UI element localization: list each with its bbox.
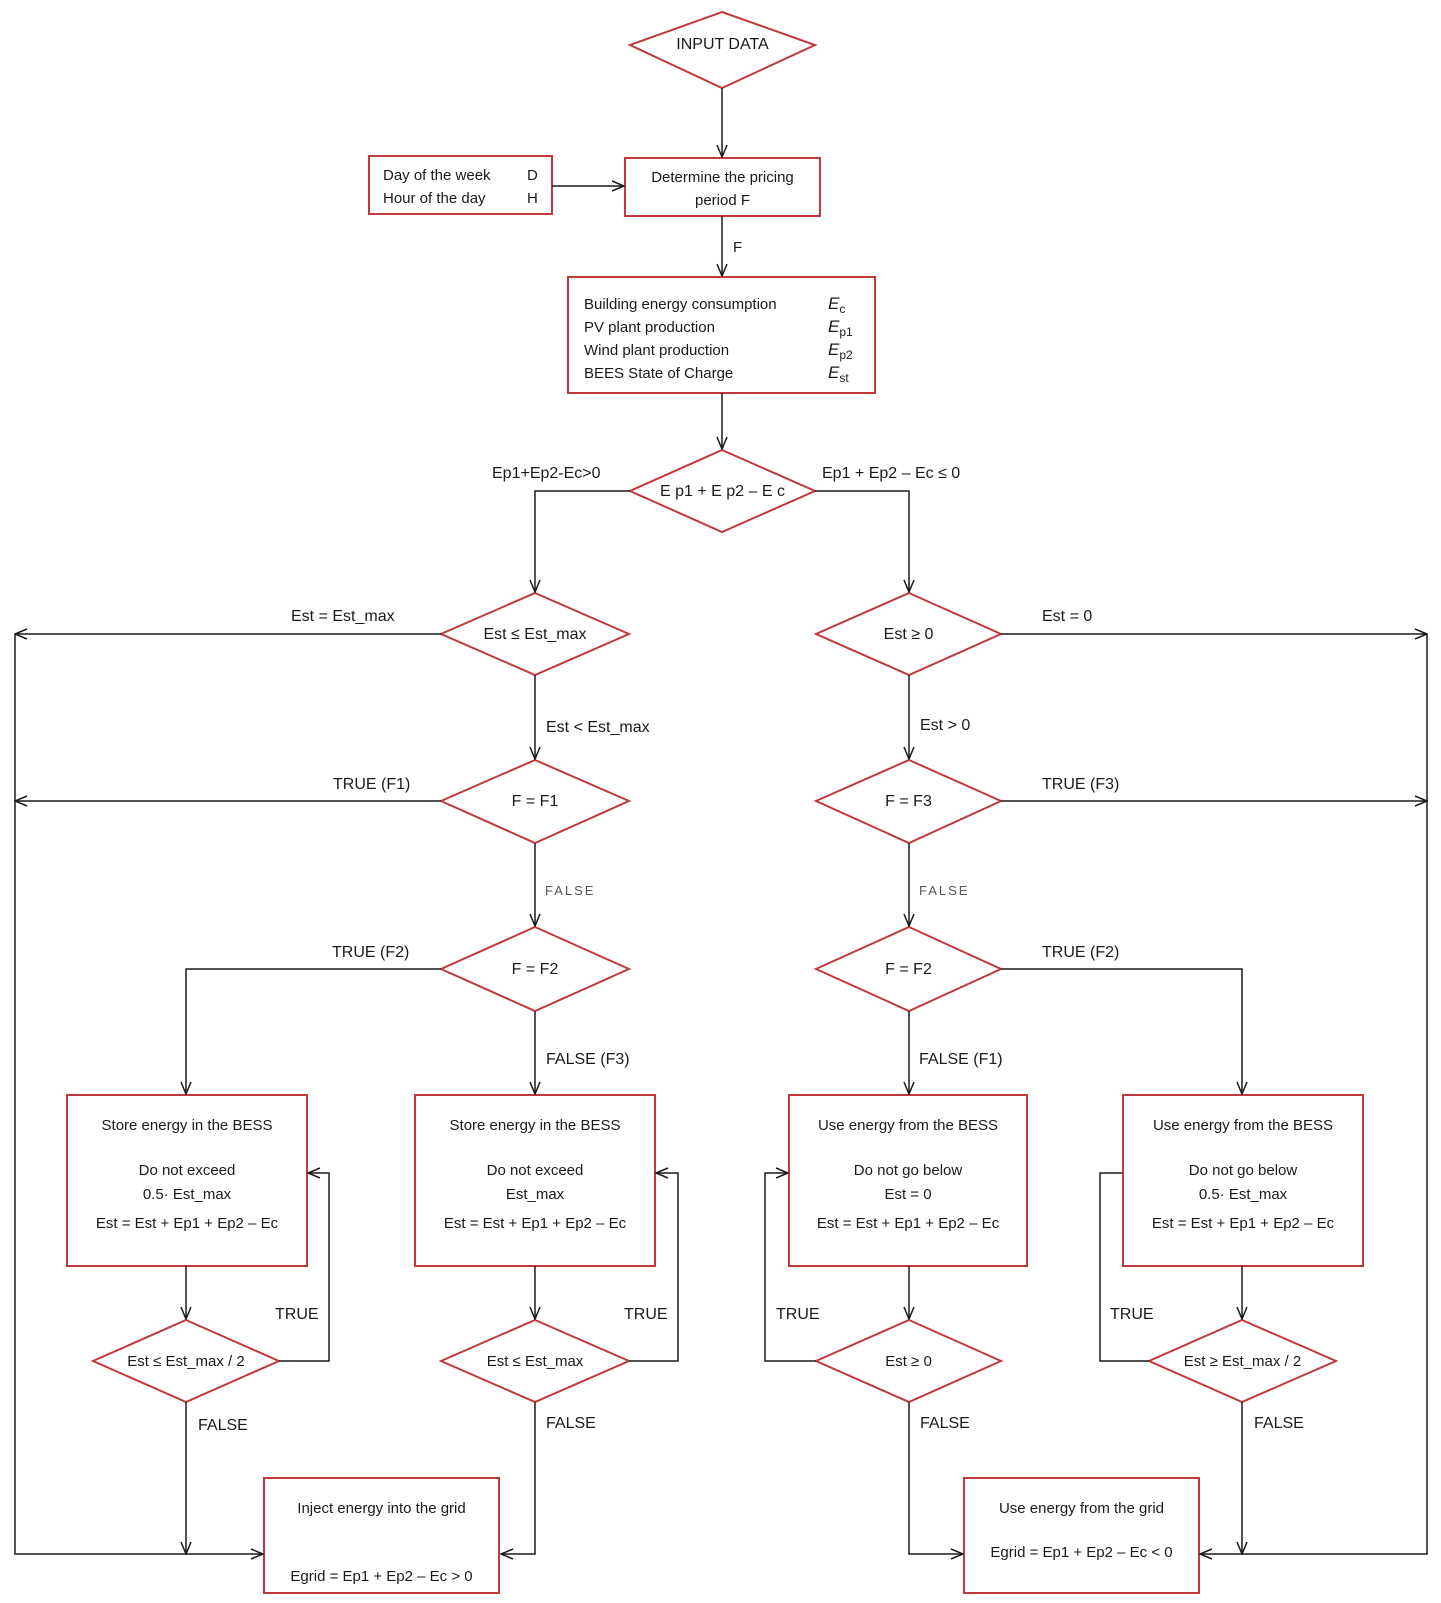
action-4-line1: Do not go below bbox=[1188, 1162, 1298, 1179]
right-d2-true-label: TRUE (F3) bbox=[1042, 776, 1120, 793]
action-3-line1: Do not go below bbox=[853, 1162, 963, 1179]
right-d3-true-label: TRUE (F2) bbox=[1042, 944, 1120, 961]
action-4-line2: 0.5· Est_max bbox=[1198, 1186, 1288, 1203]
action-2-line2: Est_max bbox=[505, 1186, 565, 1203]
check-2-false-label: FALSE bbox=[546, 1415, 596, 1432]
left-d3-text: F = F2 bbox=[511, 961, 559, 978]
check-3-expr: Est ≥ 0 bbox=[885, 1353, 932, 1370]
action-1-line2: 0.5· Est_max bbox=[142, 1186, 232, 1203]
check-3-true-label: TRUE bbox=[776, 1306, 820, 1323]
left-d1-continue-label: Est < Est_max bbox=[546, 719, 650, 736]
balance-left-label: Ep1+Ep2-Ec>0 bbox=[492, 465, 601, 482]
start-label: INPUT DATA bbox=[676, 36, 769, 53]
action-3-line2: Est = 0 bbox=[884, 1186, 932, 1203]
left-d2-text: F = F1 bbox=[511, 793, 559, 810]
energy-label-4: BEES State of Charge bbox=[584, 365, 734, 382]
action-box-3 bbox=[788, 1094, 1028, 1267]
pricing-line1: Determine the pricing bbox=[651, 169, 794, 186]
f-edge-label: F bbox=[733, 239, 743, 256]
use-grid-box bbox=[963, 1477, 1200, 1594]
pricing-box bbox=[624, 157, 821, 217]
hour-symbol: H bbox=[527, 190, 538, 207]
check-2-expr: Est ≤ Est_max bbox=[486, 1353, 584, 1370]
action-3-title: Use energy from the BESS bbox=[817, 1117, 999, 1134]
left-d2-true-label: TRUE (F1) bbox=[333, 776, 411, 793]
inject-grid-box bbox=[263, 1477, 500, 1594]
right-d2-false-label: FALSE bbox=[919, 883, 970, 898]
action-3-eq: Est = Est + Ep1 + Ep2 – Ec bbox=[816, 1215, 1000, 1232]
right-d2-text: F = F3 bbox=[885, 793, 932, 810]
action-1-title: Store energy in the BESS bbox=[101, 1117, 273, 1134]
check-1-true-label: TRUE bbox=[275, 1306, 319, 1323]
energy-sym-1: Ec bbox=[828, 294, 846, 316]
energy-inputs-box bbox=[567, 276, 876, 394]
action-box-1 bbox=[66, 1094, 308, 1267]
energy-sym-4: Est bbox=[828, 363, 849, 385]
time-inputs-box bbox=[368, 155, 553, 215]
balance-expr: E p1 + E p2 – E c bbox=[660, 483, 785, 500]
inject-grid-eq: Egrid = Ep1 + Ep2 – Ec > 0 bbox=[290, 1568, 473, 1585]
energy-label-2: PV plant production bbox=[584, 319, 715, 336]
right-d3-false-label: FALSE (F1) bbox=[919, 1051, 1003, 1068]
balance-diamond bbox=[627, 448, 818, 534]
energy-label-3: Wind plant production bbox=[584, 342, 730, 359]
action-1-line1: Do not exceed bbox=[138, 1162, 236, 1179]
hour-label: Hour of the day bbox=[383, 190, 486, 207]
right-d1-exit-label: Est = 0 bbox=[1042, 608, 1093, 625]
use-grid-title: Use energy from the grid bbox=[998, 1500, 1165, 1517]
check-2-true-label: TRUE bbox=[624, 1306, 668, 1323]
check-1-expr: Est ≤ Est_max / 2 bbox=[127, 1353, 245, 1370]
check-3-false-label: FALSE bbox=[920, 1415, 970, 1432]
right-d1-text: Est ≥ 0 bbox=[883, 626, 934, 643]
right-d3-text: F = F2 bbox=[885, 961, 932, 978]
check-1-false-label: FALSE bbox=[198, 1417, 248, 1434]
action-box-4 bbox=[1122, 1094, 1364, 1267]
left-d2-false-label: FALSE bbox=[545, 883, 596, 898]
left-d3-true-label: TRUE (F2) bbox=[332, 944, 410, 961]
left-d1-text: Est ≤ Est_max bbox=[483, 626, 587, 643]
energy-label-1: Building energy consumption bbox=[584, 296, 777, 313]
action-2-eq: Est = Est + Ep1 + Ep2 – Ec bbox=[443, 1215, 627, 1232]
check-4-expr: Est ≥ Est_max / 2 bbox=[1183, 1353, 1302, 1370]
check-4-false-label: FALSE bbox=[1254, 1415, 1304, 1432]
day-label: Day of the week bbox=[383, 167, 491, 184]
action-4-title: Use energy from the BESS bbox=[1152, 1117, 1334, 1134]
use-grid-eq: Egrid = Ep1 + Ep2 – Ec < 0 bbox=[990, 1544, 1173, 1561]
action-1-eq: Est = Est + Ep1 + Ep2 – Ec bbox=[95, 1215, 279, 1232]
right-d1-continue-label: Est > 0 bbox=[920, 717, 971, 734]
day-symbol: D bbox=[527, 167, 538, 184]
action-4-eq: Est = Est + Ep1 + Ep2 – Ec bbox=[1151, 1215, 1335, 1232]
action-2-line1: Do not exceed bbox=[486, 1162, 584, 1179]
check-4-true-label: TRUE bbox=[1110, 1306, 1154, 1323]
inject-grid-title: Inject energy into the grid bbox=[297, 1500, 466, 1517]
pricing-line2: period F bbox=[694, 192, 751, 209]
energy-sym-3: Ep2 bbox=[828, 340, 853, 362]
left-d3-false-label: FALSE (F3) bbox=[546, 1051, 630, 1068]
balance-right-label: Ep1 + Ep2 – Ec ≤ 0 bbox=[822, 465, 961, 482]
left-d1-exit-label: Est = Est_max bbox=[291, 608, 395, 625]
energy-sym-2: Ep1 bbox=[828, 317, 853, 339]
action-2-title: Store energy in the BESS bbox=[449, 1117, 621, 1134]
